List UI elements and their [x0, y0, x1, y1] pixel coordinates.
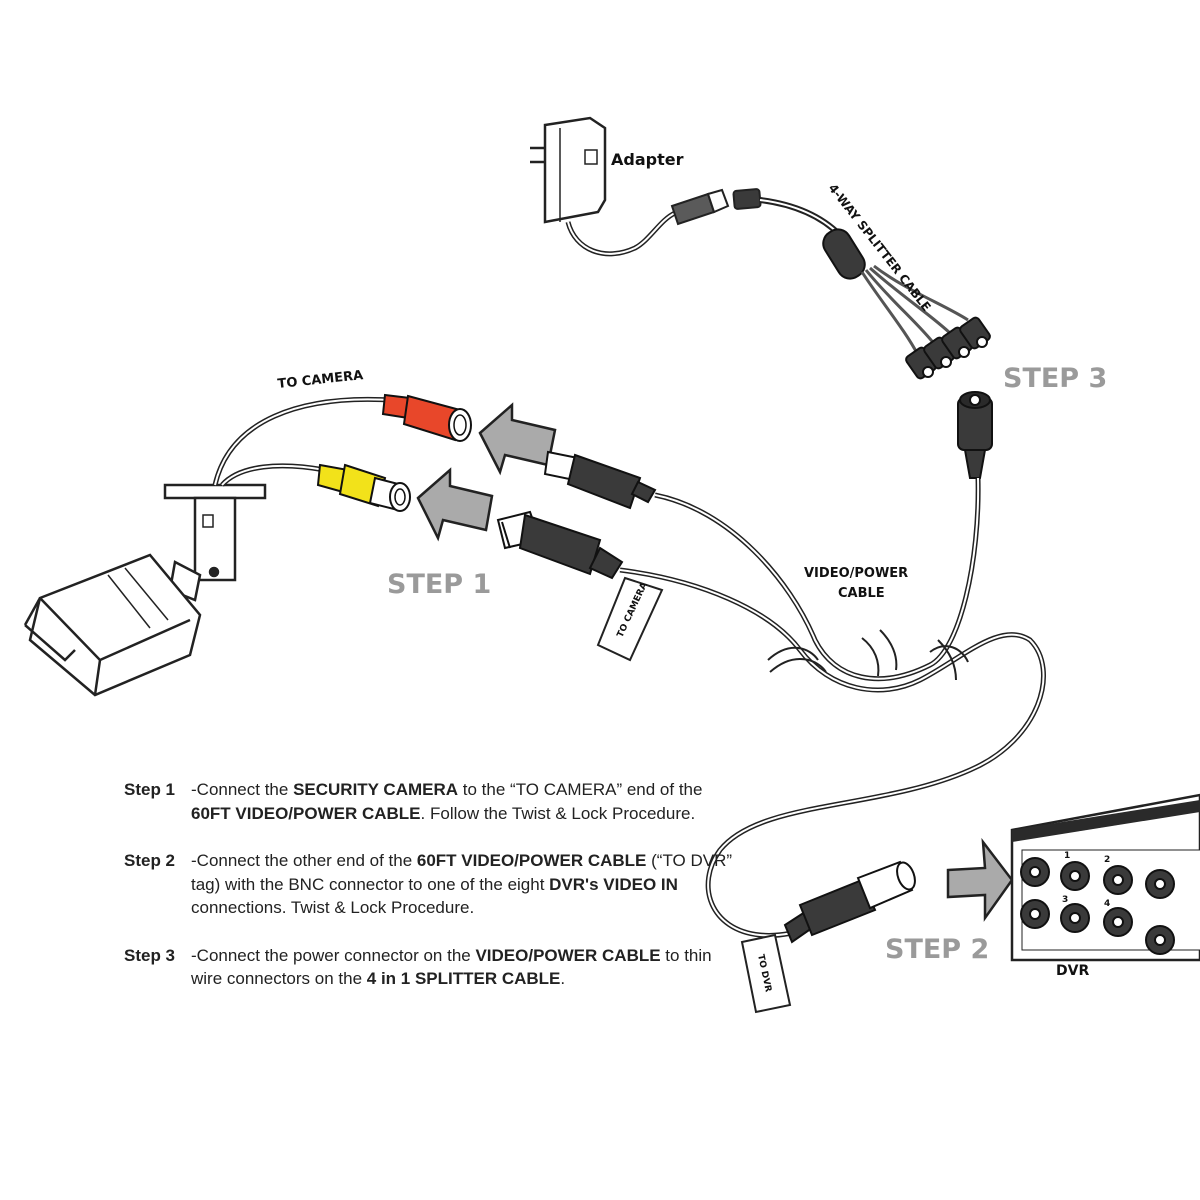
dvr-bnc-plug	[783, 860, 916, 944]
instruction-step-name: Step 3	[124, 945, 176, 965]
adapter-label: Adapter	[611, 150, 684, 169]
splitter-branches	[860, 264, 969, 356]
step1-label: STEP 1	[387, 569, 491, 600]
to-camera-label: TO CAMERA	[277, 368, 364, 392]
video-power-cable	[619, 477, 1046, 938]
video-power-cable-label-1: VIDEO/POWER	[804, 566, 908, 581]
camera-video-connector-yellow	[316, 463, 411, 512]
instruction-text: connections. Twist & Lock Procedure.	[191, 898, 475, 917]
power-connector-dc	[957, 391, 993, 479]
cable-power-plug	[543, 450, 657, 510]
instruction-bold: SECURITY CAMERA	[293, 780, 459, 799]
step1-arrows	[416, 402, 557, 542]
power-adapter	[530, 116, 607, 224]
instruction-step-1: Step 1 -Connect the SECURITY CAMERA to t…	[124, 778, 744, 825]
instruction-text: (“TO DVR” tag) with the BNC connector to…	[191, 851, 733, 894]
step3-label: STEP 3	[1003, 363, 1107, 394]
camera-power-connector-red	[381, 393, 472, 442]
instruction-text: to the “TO CAMERA” end of the	[458, 780, 703, 799]
dvr-port-number-3: 3	[1062, 895, 1068, 905]
splitter-cable	[759, 197, 843, 238]
instruction-bold: DVR's VIDEO IN	[549, 874, 678, 894]
instruction-step-body: -Connect the SECURITY CAMERA to the “TO …	[191, 778, 744, 825]
camera-lead-video	[220, 463, 326, 487]
to-camera-tag: TO CAMERA	[596, 576, 664, 662]
instruction-bold: 60FT VIDEO/POWER CABLE	[416, 851, 647, 870]
instruction-bold: 60FT VIDEO/POWER CABLE	[191, 803, 421, 823]
video-power-cable-label-2: CABLE	[838, 586, 885, 601]
cable-bundle-marks	[767, 629, 969, 681]
step2-arrow	[946, 837, 1014, 922]
cable-bnc-plug	[496, 510, 624, 580]
splitter-body	[822, 228, 866, 280]
instruction-step-name: Step 2	[124, 851, 176, 870]
instruction-text: to thin wire connectors on the	[191, 945, 712, 989]
instruction-text: -Connect the other end of the	[191, 851, 417, 870]
dvr-video-in-ports	[1020, 857, 1175, 955]
instruction-text: -Connect the power connector on the	[191, 945, 476, 965]
instruction-text: -Connect the	[191, 780, 294, 799]
instruction-text: .	[560, 969, 566, 988]
instruction-step-name: Step 1	[124, 780, 176, 799]
instruction-step-2: Step 2 -Connect the other end of the 60F…	[124, 849, 744, 920]
adapter-cord	[565, 210, 677, 257]
dvr-port-number-1: 1	[1064, 851, 1070, 861]
dvr-port-number-2: 2	[1104, 855, 1110, 865]
security-camera	[23, 483, 267, 697]
instruction-bold: 4 in 1 SPLITTER CABLE	[366, 969, 561, 988]
adapter-plug	[670, 188, 762, 226]
step2-label: STEP 2	[885, 934, 989, 965]
instructions: Step 1 -Connect the SECURITY CAMERA to t…	[124, 778, 744, 1015]
to-dvr-tag: TO DVR	[740, 933, 792, 1014]
instruction-step-body: -Connect the other end of the 60FT VIDEO…	[191, 849, 744, 920]
instruction-bold: VIDEO/POWER CABLE	[475, 945, 661, 965]
splitter-plugs	[905, 316, 991, 380]
instruction-step-body: -Connect the power connector on the VIDE…	[191, 944, 744, 991]
instruction-step-3: Step 3 -Connect the power connector on t…	[124, 944, 744, 991]
dvr-port-number-4: 4	[1104, 899, 1110, 909]
dvr-label: DVR	[1056, 963, 1089, 979]
instruction-text: . Follow the Twist & Lock Procedure.	[420, 803, 696, 823]
